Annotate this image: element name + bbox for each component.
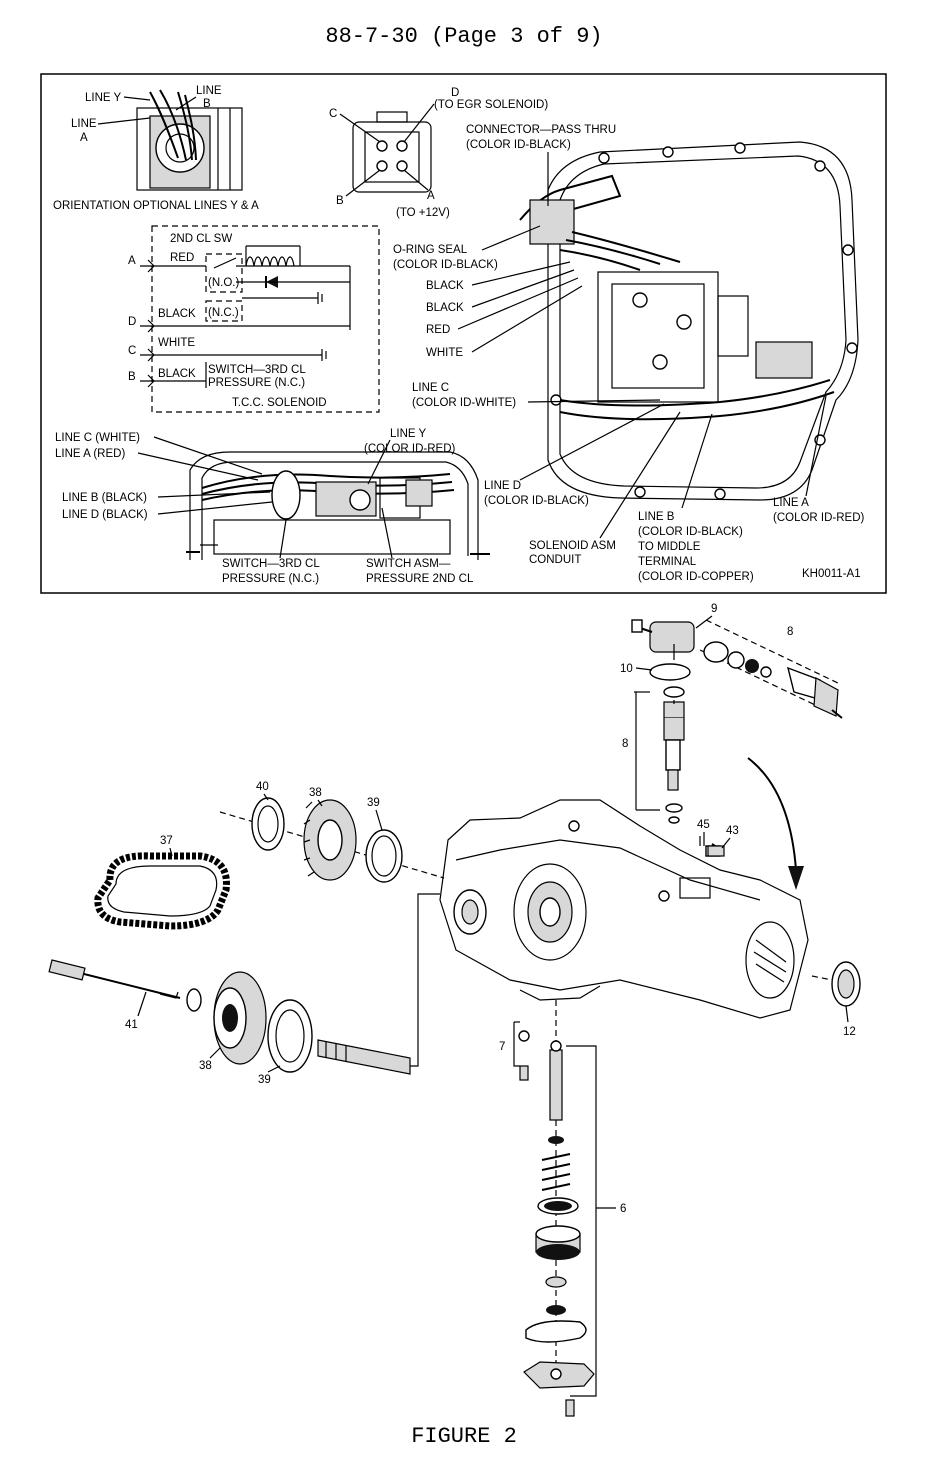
bottom-switch-3rd-pressure: PRESSURE (N.C.) [222, 573, 319, 585]
wiring-schematic: 2ND CL SW A RED (N.O.) D BLACK (N.C.) C … [128, 225, 380, 413]
bottom-line-b: LINE B (BLACK) [62, 492, 147, 504]
face-label-a: A [427, 190, 435, 202]
bottom-switch-asm-pressure: PRESSURE 2ND CL [366, 573, 474, 585]
accumulator-stack [523, 1000, 597, 1417]
case-line-a: LINE A [773, 497, 809, 509]
case-wire-white: WHITE [426, 347, 463, 359]
callout-38-bottom: 38 [199, 1060, 212, 1072]
label-line-a-1: LINE [71, 118, 97, 130]
schematic-pin-d: D [128, 316, 136, 328]
case-connector: CONNECTOR—PASS THRU [466, 124, 616, 136]
harness-bottom-view: LINE C (WHITE) LINE A (RED) LINE B (BLAC… [55, 428, 490, 585]
face-note-egr: (TO EGR SOLENOID) [434, 99, 548, 111]
schematic-solenoid: T.C.C. SOLENOID [232, 397, 327, 409]
callout-12: 12 [843, 1026, 856, 1038]
face-label-c: C [329, 108, 337, 120]
wiring-diagram-frame [40, 73, 887, 594]
callout-43: 43 [726, 825, 739, 837]
bottom-line-d: LINE D (BLACK) [62, 509, 148, 521]
schematic-wire-black-d: BLACK [158, 308, 196, 320]
case-line-b-terminal: TERMINAL [638, 556, 697, 568]
bottom-line-a: LINE A (RED) [55, 448, 125, 460]
schematic-wire-red: RED [170, 252, 194, 264]
bottom-line-y: LINE Y [390, 428, 427, 440]
callout-8-left: 8 [622, 738, 628, 750]
schematic-switch-3rd: SWITCH—3RD CL [208, 364, 306, 376]
connector-face: D (TO EGR SOLENOID) C B A (TO +12V) [329, 87, 548, 219]
orientation-note: ORIENTATION OPTIONAL LINES Y & A [53, 200, 259, 212]
face-note-12v: (TO +12V) [396, 207, 450, 219]
case-conduit: SOLENOID ASM [529, 540, 616, 552]
case-line-b-to: TO MIDDLE [638, 541, 701, 553]
schematic-wire-black-b: BLACK [158, 368, 196, 380]
bottom-line-y-color: (COLOR ID-RED) [364, 443, 456, 455]
page-header: 88-7-30 (Page 3 of 9) [325, 24, 603, 49]
case-wire-black-1: BLACK [426, 280, 464, 292]
callout-39-top: 39 [367, 797, 380, 809]
schematic-switch-3rd-pressure: PRESSURE (N.C.) [208, 377, 305, 389]
exploded-view: 9 8 10 8 45 43 40 38 39 37 41 38 39 7 6 … [48, 603, 861, 1417]
callout-7: 7 [499, 1041, 505, 1053]
label-line-y: LINE Y [85, 92, 122, 104]
case-line-c-color: (COLOR ID-WHITE) [412, 397, 516, 409]
connector-end-view: LINE Y LINE B LINE A ORIENTATION OPTIONA… [53, 85, 259, 212]
schematic-pin-b: B [128, 371, 136, 383]
case-oring-color: (COLOR ID-BLACK) [393, 259, 498, 271]
case-line-c: LINE C [412, 382, 449, 394]
case-line-a-color: (COLOR ID-RED) [773, 512, 865, 524]
case-bolt-holes [550, 142, 858, 500]
case-line-d-color: (COLOR ID-BLACK) [484, 495, 589, 507]
schematic-nc: (N.C.) [208, 307, 239, 319]
callout-41: 41 [125, 1019, 138, 1031]
schematic-pin-c: C [128, 345, 136, 357]
bottom-switch-3rd: SWITCH—3RD CL [222, 558, 320, 570]
case-oring: O-RING SEAL [393, 244, 468, 256]
governor-assembly [631, 619, 843, 824]
callout-9: 9 [711, 603, 717, 615]
case-line-d: LINE D [484, 480, 521, 492]
case-code: KH0011-A1 [802, 568, 861, 580]
schematic-wire-white: WHITE [158, 337, 195, 349]
schematic-sw-title: 2ND CL SW [170, 233, 232, 245]
callout-38-top: 38 [309, 787, 322, 799]
callout-39-bottom: 39 [258, 1074, 271, 1086]
schematic-no: (N.O.) [208, 277, 239, 289]
callout-6: 6 [620, 1203, 626, 1215]
label-line-b-2: B [203, 98, 211, 110]
face-label-b: B [336, 195, 344, 207]
label-line-b-1: LINE [196, 85, 222, 97]
face-label-d: D [451, 87, 459, 99]
callout-40: 40 [256, 781, 269, 793]
callout-37: 37 [160, 835, 173, 847]
transaxle-case [439, 799, 809, 1019]
case-line-b: LINE B [638, 511, 675, 523]
case-line-b-copper: (COLOR ID-COPPER) [638, 571, 754, 583]
case-conduit-2: CONDUIT [529, 554, 581, 566]
case-wire-black-2: BLACK [426, 302, 464, 314]
case-connector-color: (COLOR ID-BLACK) [466, 139, 571, 151]
callout-10: 10 [620, 663, 633, 675]
case-wire-red: RED [426, 324, 450, 336]
case-line-b-color: (COLOR ID-BLACK) [638, 526, 743, 538]
callout-45: 45 [697, 819, 710, 831]
bottom-line-c: LINE C (WHITE) [55, 432, 140, 444]
case-valve-body-view: CONNECTOR—PASS THRU (COLOR ID-BLACK) O-R… [393, 124, 865, 583]
figure-caption: FIGURE 2 [411, 1424, 517, 1449]
label-line-a-2: A [80, 132, 88, 144]
callout-8-top: 8 [787, 626, 793, 638]
schematic-pin-a: A [128, 255, 136, 267]
bottom-switch-asm: SWITCH ASM— [366, 558, 451, 570]
